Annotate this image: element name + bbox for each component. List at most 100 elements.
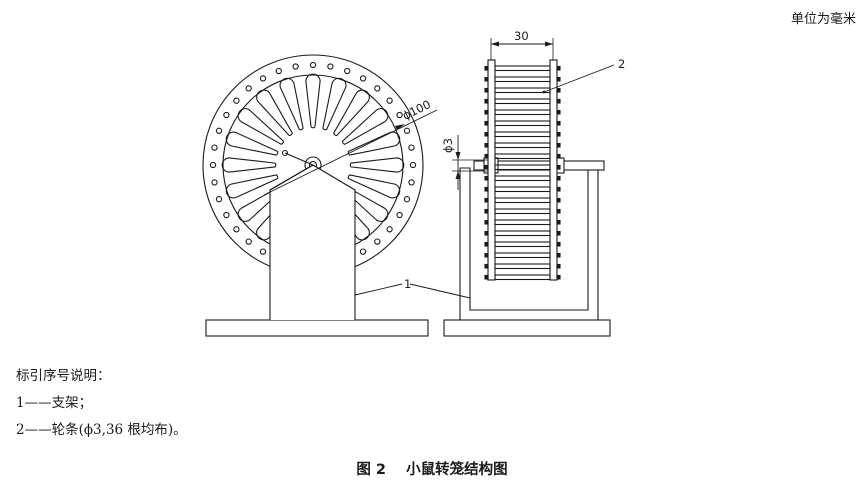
wheel-rod xyxy=(494,230,551,237)
wheel-rod xyxy=(494,219,551,226)
wheel-rod-end xyxy=(484,186,489,192)
wheel-hole xyxy=(386,97,393,104)
front-support xyxy=(269,164,356,320)
wheel-rod-end xyxy=(484,76,489,82)
wheel-rod xyxy=(494,208,551,215)
wheel-rod-end xyxy=(556,109,561,115)
wheel-hole xyxy=(292,63,299,70)
wheel-hole xyxy=(259,75,267,82)
wheel-hole xyxy=(275,67,282,75)
wheel-rod xyxy=(494,252,551,259)
wheel-rod xyxy=(494,241,551,248)
wheel-hole xyxy=(245,238,252,245)
wheel-rod-end xyxy=(484,241,489,247)
wheel-hole xyxy=(211,144,218,151)
leader-1-front xyxy=(354,283,403,296)
wheel-rod-end xyxy=(556,208,561,214)
rod-diameter-label: ϕ3 xyxy=(441,138,455,153)
wheel-rod xyxy=(494,142,551,149)
wheel-spoke-slot xyxy=(279,77,304,131)
wheel-hole xyxy=(245,85,252,92)
wheel-rod-end xyxy=(556,230,561,236)
wheel-rod-end xyxy=(484,175,489,181)
wheel-rod xyxy=(494,87,551,94)
wheel-hole xyxy=(233,97,240,104)
side-view xyxy=(409,38,615,337)
wheel-hole xyxy=(396,211,403,219)
wheel-rod-end xyxy=(484,120,489,126)
diameter-dimension-line xyxy=(263,109,438,196)
wheel-hole xyxy=(215,196,223,203)
diameter-arrow xyxy=(395,124,405,130)
wheel-hole xyxy=(327,63,334,70)
wheel-spoke-slot xyxy=(221,157,277,173)
wheel-hole xyxy=(223,111,230,119)
wheel-rods xyxy=(484,65,561,281)
diameter-label: ϕ100 xyxy=(400,97,433,123)
wheel-rod-end xyxy=(556,219,561,225)
wheel-rod-end xyxy=(556,131,561,137)
caption-number: 图 2 xyxy=(356,462,386,478)
legend-item-1: 1——支架； xyxy=(16,395,93,411)
wheel-hole xyxy=(359,248,367,255)
wheel-hole xyxy=(344,67,351,75)
wheel-hole xyxy=(374,238,381,245)
wheel-rod-end xyxy=(484,197,489,203)
wheel-rod-end xyxy=(484,109,489,115)
wheel-rod-end xyxy=(484,153,489,159)
wheel-hole xyxy=(259,248,267,255)
wheel-hole xyxy=(396,111,403,119)
wheel-rod xyxy=(494,263,551,270)
wheel-rod xyxy=(494,65,551,72)
wheel-arm-pin xyxy=(281,149,289,157)
legend-item-2: 2——轮条(ϕ3,36 根均布)。 xyxy=(16,422,187,438)
wheel-rod-end xyxy=(484,98,489,104)
wheel-spoke-slot xyxy=(347,131,401,156)
wheel-rod xyxy=(494,197,551,204)
wheel-rod-end xyxy=(556,153,561,159)
caption-title: 小鼠转笼结构图 xyxy=(406,462,508,478)
wheel-spoke-slot xyxy=(347,174,401,199)
unit-note: 单位为毫米 xyxy=(790,12,856,27)
wheel-rod xyxy=(494,153,551,160)
wheel-rod-end xyxy=(556,252,561,258)
wheel-hole xyxy=(374,85,381,92)
wheel-hole xyxy=(408,179,415,186)
wheel-rod-end xyxy=(556,76,561,82)
wheel-spoke-slot xyxy=(342,108,389,145)
wheel-spoke-slot xyxy=(349,157,405,173)
wheel-rod xyxy=(494,175,551,182)
wheel-hole xyxy=(233,226,240,233)
wheel-spoke-slot xyxy=(256,89,293,136)
wheel-rod xyxy=(494,131,551,138)
wheel-rod-end xyxy=(556,142,561,148)
wheel-rod-end xyxy=(484,252,489,258)
wheel-rod xyxy=(494,186,551,193)
wheel-rod-end xyxy=(556,197,561,203)
wheel-rod-end xyxy=(556,274,561,280)
wheel-hole xyxy=(223,211,230,219)
callout-2: 2 xyxy=(618,57,625,71)
side-u-frame xyxy=(459,167,599,320)
wheel-rod xyxy=(494,120,551,127)
wheel-spoke-slot xyxy=(237,108,284,145)
wheel-hole xyxy=(403,127,411,134)
wheel-rod-end xyxy=(556,175,561,181)
wheel-rod-end xyxy=(556,164,561,170)
side-base-plate xyxy=(443,319,611,337)
wheel-rod-end xyxy=(556,87,561,93)
front-view xyxy=(202,54,438,337)
wheel-rod-end xyxy=(484,131,489,137)
wheel-rod-end xyxy=(484,230,489,236)
leader-2 xyxy=(543,64,615,93)
wheel-rod-end xyxy=(484,263,489,269)
technical-drawing: ϕ100 1 30 ϕ3 2 xyxy=(202,29,625,337)
wheel-hole xyxy=(409,161,417,169)
wheel-rod xyxy=(494,109,551,116)
wheel-hole xyxy=(215,127,223,134)
wheel-spoke-slot xyxy=(333,89,370,136)
wheel-rod-end xyxy=(484,208,489,214)
wheel-rod-end xyxy=(484,164,489,170)
wheel-rod-end xyxy=(556,186,561,192)
wheel-hole xyxy=(408,144,415,151)
